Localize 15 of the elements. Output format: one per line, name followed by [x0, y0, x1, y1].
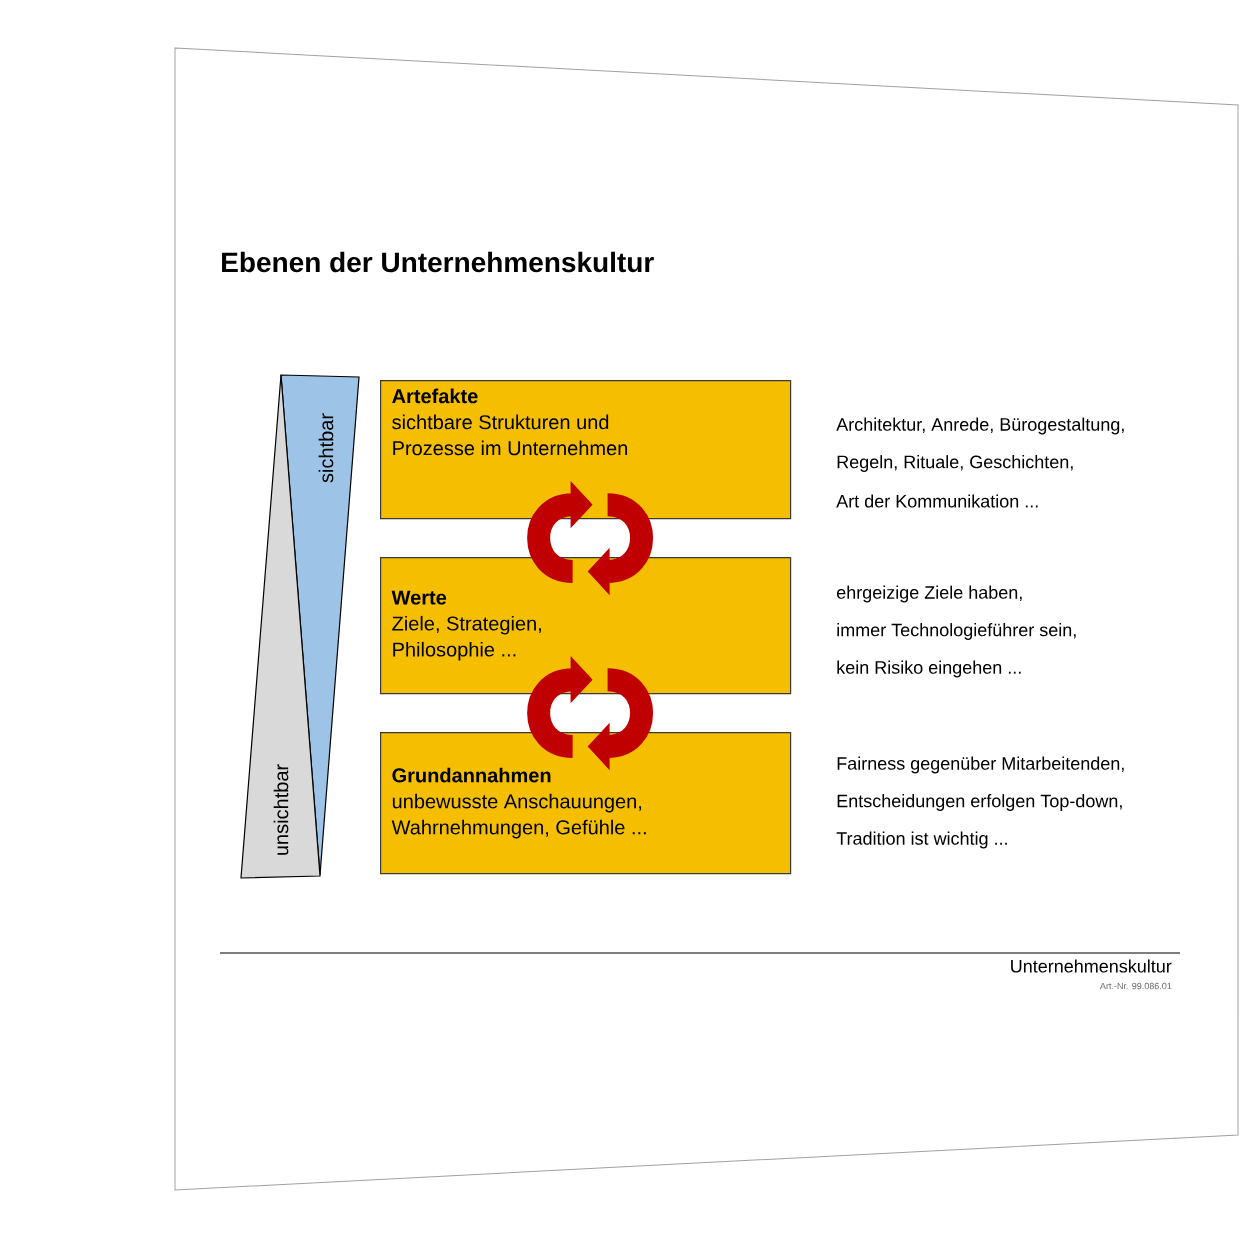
side-note: Regeln, Rituale, Geschichten, [837, 455, 1073, 472]
side-note: kein Risiko eingehen ... [837, 660, 1021, 678]
footer-text: Unternehmenskultur [1011, 959, 1172, 973]
side-note: Entscheidungen erfolgen Top-down, [837, 794, 1122, 811]
side-note: Art der Kommunikation ... [836, 494, 1038, 508]
side-note: Architektur, Anrede, Bürogestaltung, [836, 417, 1124, 435]
side-note: Tradition ist wichtig ... [836, 831, 1007, 849]
title: Ebenen der Unternehmenskultur [222, 251, 654, 273]
side-note: immer Technologieführer sein, [837, 623, 1076, 640]
side-note: Fairness gegenüber Mitarbeitenden, [837, 756, 1124, 774]
side-note: ehrgeizige Ziele haben, [837, 585, 1022, 603]
layer-box: Grundannahmen unbewusste Anschauungen, Wahrnehmungen, Gefühle ... [380, 732, 792, 875]
layer-box: Werte Ziele, Strategien, Philosophie ... [380, 557, 792, 695]
footer-text: Art.-Nr. 99.086.01 [1099, 982, 1172, 990]
layer-box: Artefakte sichtbare Strukturen und Prozesse im Unternehmen [380, 380, 792, 520]
